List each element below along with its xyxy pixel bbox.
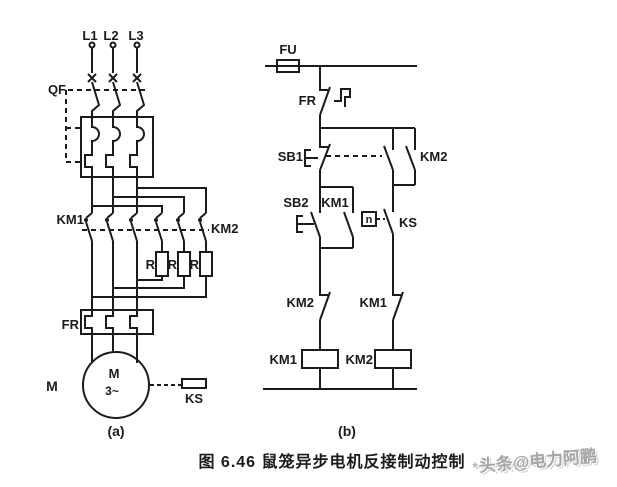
fr-contact-label: FR xyxy=(299,93,317,108)
fuse-fu-symbol xyxy=(276,59,300,73)
km2-interlock-and-km1-coil xyxy=(301,248,339,389)
motor-branch-wires xyxy=(91,241,138,310)
control-top-bus xyxy=(265,59,417,73)
fr-nc-contact-symbol xyxy=(319,66,351,128)
ks-contact-km1-interlock-km2-coil xyxy=(361,185,412,389)
speed-sensor-letter: n xyxy=(366,214,373,226)
phase-l2-label: L2 xyxy=(103,28,118,43)
sb1-stop-button-symbol xyxy=(304,128,382,187)
km2-interlock-label: KM2 xyxy=(287,295,314,310)
sb2-label: SB2 xyxy=(283,195,308,210)
km2-main-label: KM2 xyxy=(211,221,238,236)
thermal-overload-fr-symbol xyxy=(80,309,154,335)
figure-caption: 图 6.46 鼠笼异步电机反接制动控制 xyxy=(198,452,465,471)
motor-letter: M xyxy=(109,366,120,381)
circuit-breaker-qf-symbol xyxy=(65,73,154,178)
km2-coil-symbol xyxy=(374,349,412,369)
fuse-fu-label: FU xyxy=(279,42,296,57)
km1-coil-label: KM1 xyxy=(270,352,297,367)
km1-main-label: KM1 xyxy=(57,212,84,227)
km1-coil-symbol xyxy=(301,349,339,369)
panel-a-label: (a) xyxy=(107,423,124,439)
motor-ref-label: M xyxy=(46,378,58,394)
motor-symbol xyxy=(82,334,150,419)
km1-km2-main-contacts xyxy=(82,212,209,242)
panel-b-label: (b) xyxy=(338,423,356,439)
resistor-r2-label: R xyxy=(168,257,178,272)
km1-seal-label: KM1 xyxy=(321,195,348,210)
phase-l3-label: L3 xyxy=(128,28,143,43)
km2-seal-label: KM2 xyxy=(420,149,447,164)
motor-phase-text: 3~ xyxy=(105,384,119,398)
resistor-r3-label: R xyxy=(190,257,200,272)
phase-l1-label: L1 xyxy=(82,28,97,43)
labels: L1 L2 L3 QF KM1 KM2 R R R FR M M 3~ KS (… xyxy=(46,28,465,471)
sb2-start-and-km1-seal-symbol xyxy=(296,186,354,249)
km2-seal-contacts-symbol xyxy=(383,128,416,186)
km1-interlock-label: KM1 xyxy=(360,295,387,310)
speed-relay-ks-label: KS xyxy=(185,391,203,406)
sb1-label: SB1 xyxy=(278,149,303,164)
thermal-fr-label: FR xyxy=(62,317,80,332)
feeder-wires xyxy=(91,177,207,213)
breaker-qf-label: QF xyxy=(48,82,66,97)
supply-terminals xyxy=(88,41,141,73)
resistor-r1-label: R xyxy=(146,257,156,272)
speed-relay-ks-symbol xyxy=(150,378,207,389)
km2-coil-label: KM2 xyxy=(346,352,373,367)
ks-contact-label: KS xyxy=(399,215,417,230)
qf-trip-elements xyxy=(84,117,145,177)
